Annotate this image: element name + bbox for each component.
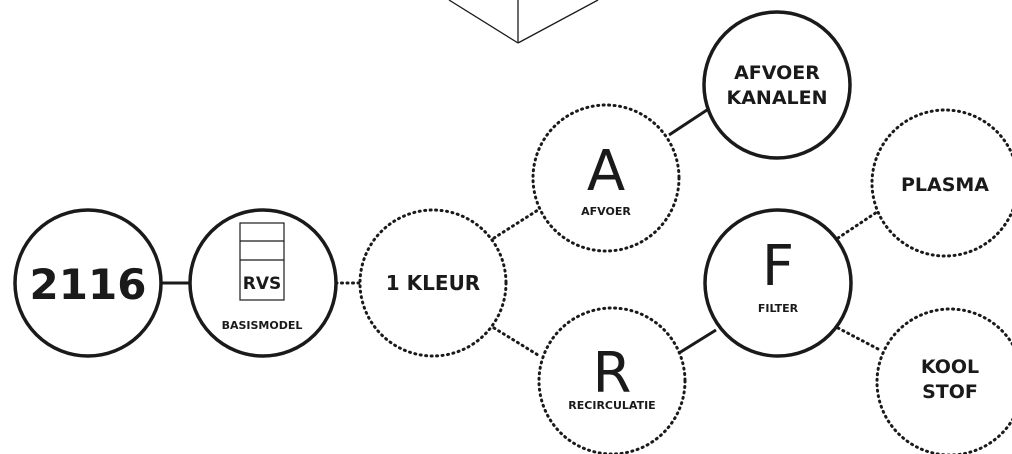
model-number-text: 2116	[30, 260, 147, 309]
node-filter: F FILTER	[703, 208, 853, 358]
plasma-label: PLASMA	[901, 174, 989, 196]
appliance-icon	[239, 222, 285, 301]
afvoer-kanalen-line1: AFVOER	[734, 62, 820, 84]
connector-color-recirculatie	[492, 326, 540, 357]
filter-letter: F	[762, 234, 794, 299]
recirculatie-letter: R	[593, 341, 632, 406]
afvoer-label: AFVOER	[581, 205, 631, 218]
connector-afvoer-kanalen	[668, 106, 711, 137]
filter-label: FILTER	[758, 302, 799, 315]
node-afvoer: A AFVOER	[531, 103, 681, 253]
afvoer-letter: A	[587, 139, 625, 204]
basis-label: BASISMODEL	[222, 319, 303, 332]
connector-color-afvoer	[492, 208, 540, 240]
koolstof-line2: STOF	[922, 381, 978, 403]
node-model-number: 2116	[13, 208, 163, 358]
node-recirculatie: R RECIRCULATIE	[537, 306, 687, 454]
koolstof-line1: KOOL	[921, 356, 979, 378]
node-color: 1 KLEUR	[358, 208, 508, 358]
node-basismodel: RVS BASISMODEL	[188, 208, 338, 358]
recirculatie-label: RECIRCULATIE	[568, 399, 655, 412]
connector-recirculatie-filter	[678, 328, 717, 355]
node-afvoer-kanalen: AFVOER KANALEN	[702, 10, 852, 160]
node-plasma: PLASMA	[870, 108, 1012, 258]
basis-badge-text: RVS	[243, 274, 282, 294]
top-box-outline	[448, 0, 599, 44]
color-label: 1 KLEUR	[386, 271, 480, 295]
connector-filter-plasma	[836, 208, 882, 240]
node-koolstof: KOOL STOF	[875, 307, 1012, 454]
afvoer-kanalen-line2: KANALEN	[726, 87, 827, 109]
connector-filter-koolstof	[836, 326, 882, 352]
